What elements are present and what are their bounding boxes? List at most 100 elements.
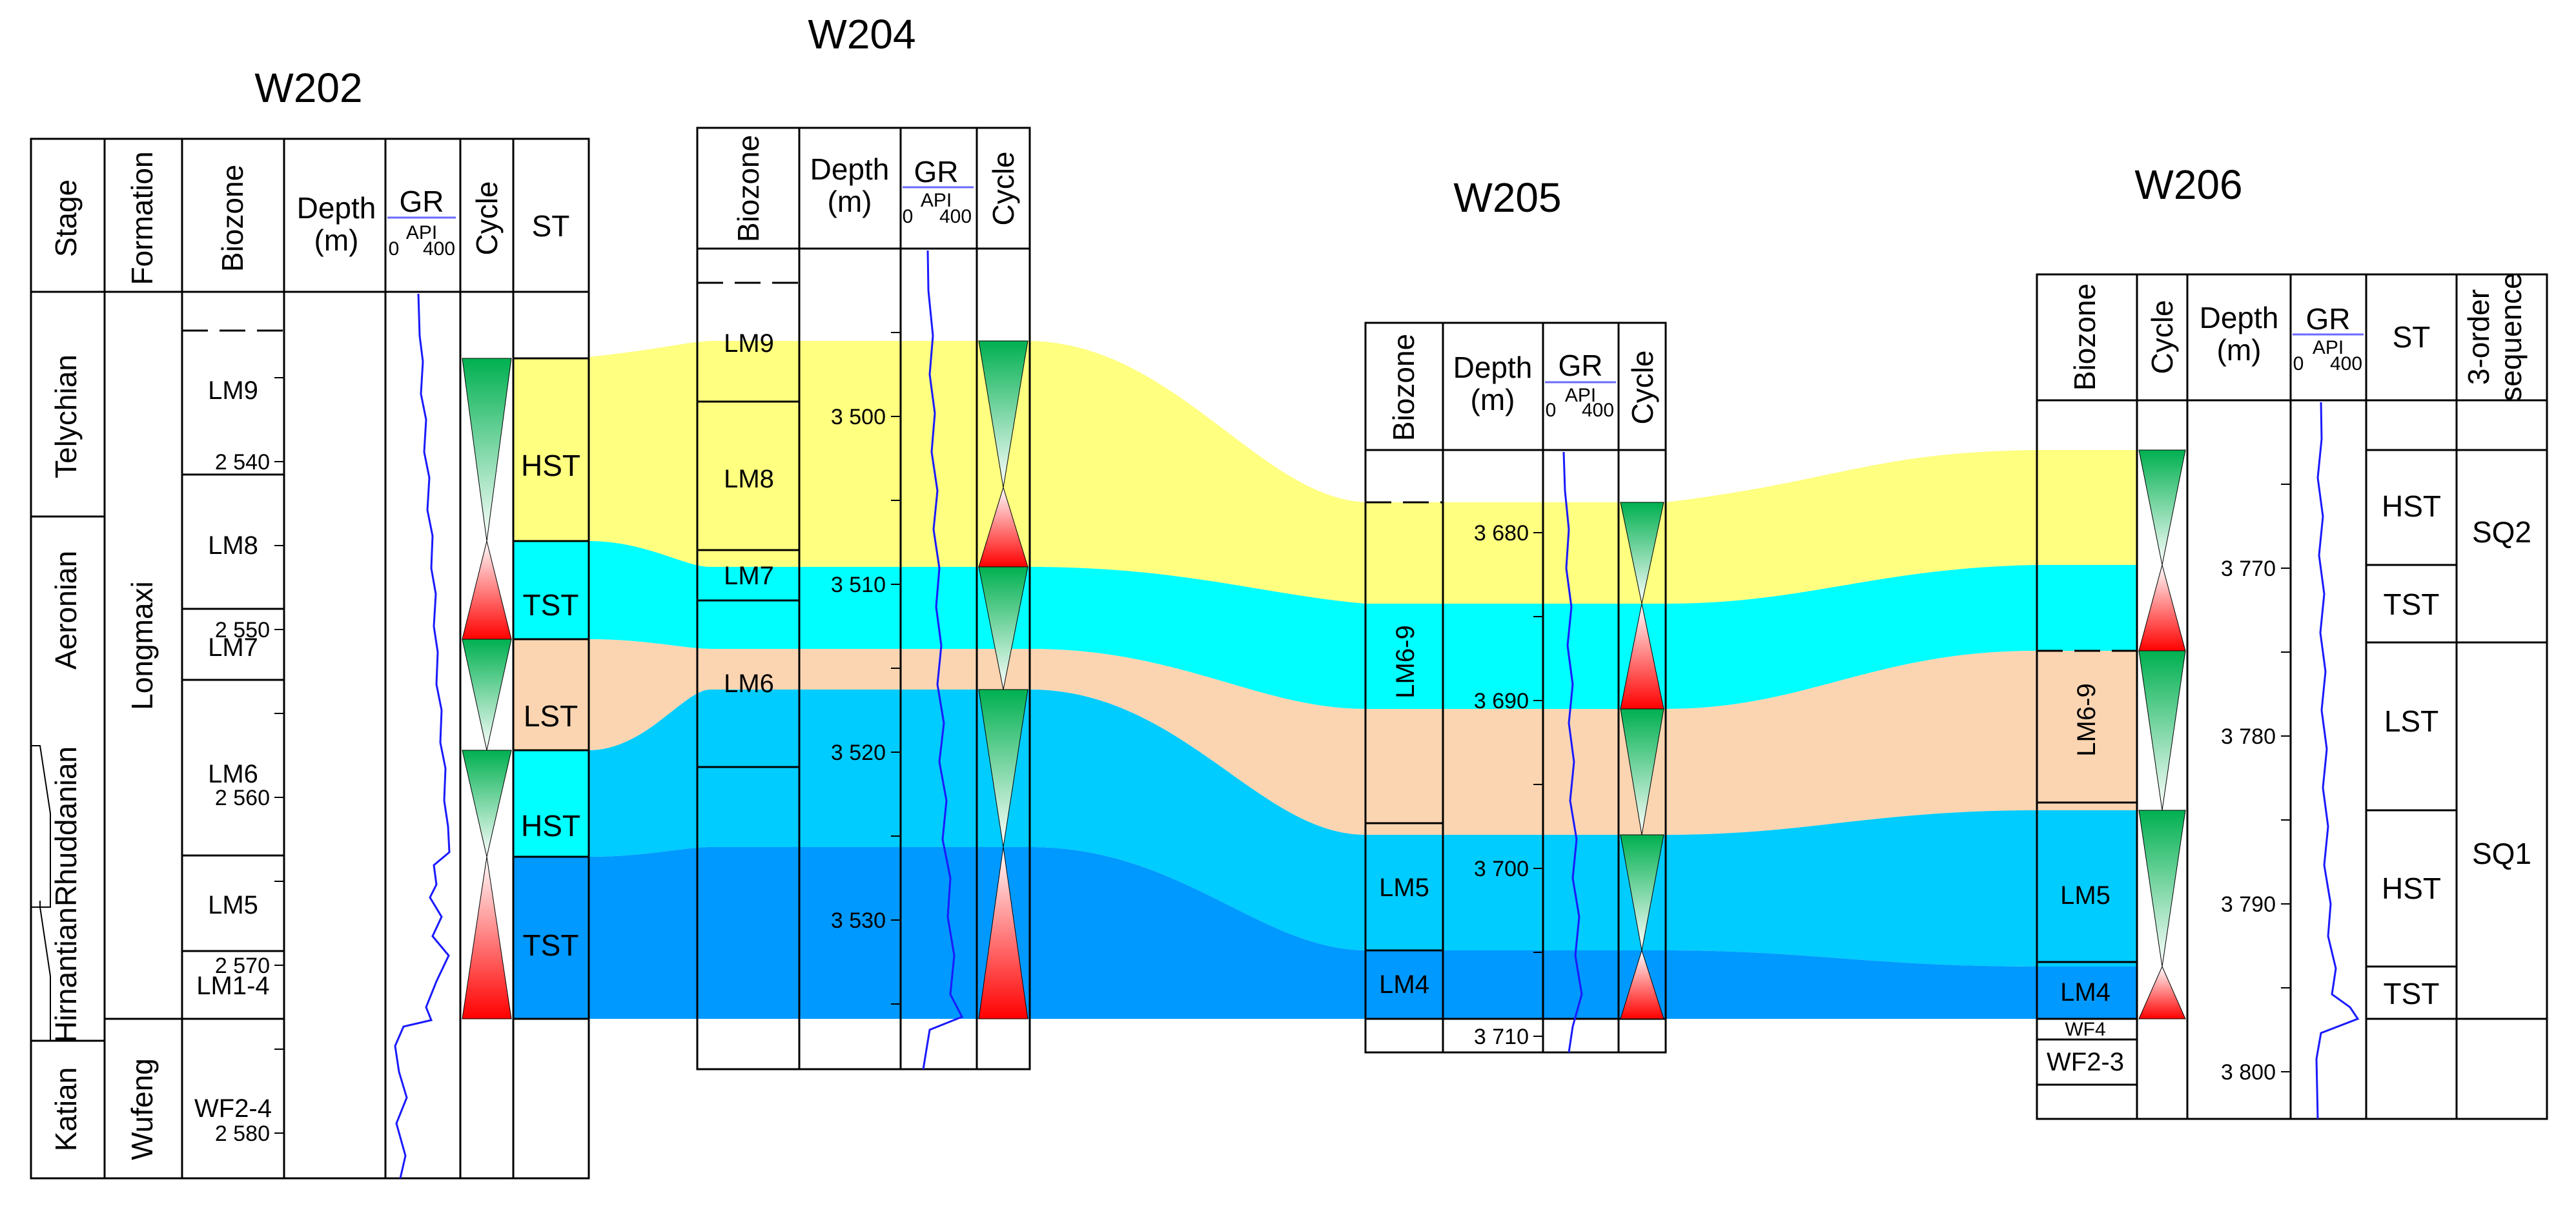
biozone-lm6-w204: LM6: [724, 670, 774, 698]
header-depth-w206: Depth: [2200, 301, 2279, 334]
depth-tick-2560: 2 560: [215, 786, 270, 810]
depth-tick-3510: 3 510: [831, 573, 886, 597]
header-gr-min: 0: [389, 238, 400, 260]
st-hst-2: HST: [521, 809, 580, 843]
st-lst-w206: LST: [2384, 704, 2438, 738]
header-gr-unit-w205: API: [1565, 385, 1596, 406]
depth-tick-3520: 3 520: [831, 741, 886, 765]
well-w205: W205 Biozone Depth (m) GR API 0 400 Cycl…: [1364, 174, 1667, 1054]
depth-tick-3710: 3 710: [1474, 1025, 1529, 1049]
header-sequence-line1: 3-order: [2462, 289, 2495, 385]
gr-curve-w204: [922, 250, 964, 1070]
header-depth-unit-w204: (m): [828, 185, 872, 218]
biozone-wf2-4: WF2-4: [194, 1094, 272, 1123]
st-hst-w206-2: HST: [2382, 872, 2441, 905]
header-gr-max: 400: [423, 238, 455, 260]
stage-aeronian: Aeronian: [49, 551, 83, 670]
header-gr-w206: GR: [2306, 302, 2351, 336]
st-hst-1: HST: [521, 449, 580, 482]
well-title-w204: W204: [808, 11, 915, 57]
biozone-lm1-4: LM1-4: [196, 972, 269, 1000]
biozone-lm5: LM5: [208, 891, 258, 919]
gr-curve-w202: [394, 293, 451, 1179]
header-cycle: Cycle: [470, 181, 504, 255]
depth-tick-3680: 3 680: [1474, 521, 1529, 546]
header-depth-w205: Depth: [1453, 351, 1533, 384]
gr-curve-w205: [1562, 451, 1583, 1053]
header-gr: GR: [400, 185, 444, 218]
biozone-lm4-w206: LM4: [2060, 978, 2111, 1007]
depth-tick-2540: 2 540: [215, 450, 270, 475]
depth-tick-3690: 3 690: [1474, 689, 1529, 713]
biozone-lm9-w204: LM9: [724, 329, 774, 358]
biozone-lm8: LM8: [208, 531, 258, 560]
st-tst-w206-1: TST: [2384, 588, 2440, 621]
sequence-sq2: SQ2: [2472, 515, 2531, 549]
st-tst-1: TST: [523, 588, 579, 622]
depth-tick-2570: 2 570: [215, 954, 270, 978]
depth-tick-3530: 3 530: [831, 908, 886, 933]
depth-tick-2580: 2 580: [215, 1121, 270, 1146]
header-biozone: Biozone: [216, 165, 249, 272]
header-st: ST: [532, 209, 570, 243]
stage-telychian: Telychian: [49, 354, 83, 478]
biozone-lm6-9-w205: LM6-9: [1391, 625, 1420, 698]
header-gr-unit: API: [406, 222, 437, 243]
biozone-lm5-w206: LM5: [2060, 881, 2111, 910]
depth-tick-3700: 3 700: [1474, 857, 1529, 881]
gr-curve-w206: [2315, 402, 2360, 1120]
header-st-w206: ST: [2393, 320, 2431, 354]
biozone-lm6-9-w206: LM6-9: [2072, 683, 2101, 756]
header-depth-unit: (m): [314, 223, 359, 257]
header-biozone-w206: Biozone: [2068, 283, 2101, 391]
header-depth-w204: Depth: [810, 152, 890, 186]
formation-wufeng: Wufeng: [125, 1058, 159, 1160]
biozone-lm7: LM7: [208, 633, 258, 662]
header-cycle-w205: Cycle: [1626, 350, 1659, 424]
header-sequence-line2: sequence: [2494, 272, 2528, 402]
depth-tick-3800: 3 800: [2221, 1060, 2276, 1085]
biozone-lm4-w205: LM4: [1379, 970, 1429, 999]
well-w202: W202 Stage Formation Biozone Depth (m) G…: [30, 65, 590, 1180]
well-w206: W206 Biozone Cycle Depth (m) GR API 0 40…: [2036, 161, 2548, 1120]
header-biozone-w205: Biozone: [1387, 334, 1420, 441]
depth-tick-3500: 3 500: [831, 405, 886, 429]
header-gr-w204: GR: [914, 155, 959, 189]
header-cycle-w206: Cycle: [2145, 300, 2179, 374]
header-gr-min-w204: 0: [903, 206, 914, 227]
biozone-wf2-3-w206: WF2-3: [2047, 1048, 2124, 1076]
biozone-lm8-w204: LM8: [724, 465, 774, 493]
well-title-w202: W202: [254, 65, 362, 111]
sequence-sq1: SQ1: [2472, 837, 2531, 870]
biozone-lm6: LM6: [208, 760, 258, 788]
header-cycle-w204: Cycle: [986, 151, 1020, 225]
header-gr-w205: GR: [1559, 349, 1603, 382]
header-depth: Depth: [297, 191, 376, 225]
stage-rhuddanian: Rhuddanian: [49, 746, 83, 906]
header-gr-min-w205: 0: [1546, 400, 1557, 421]
depth-tick-3780: 3 780: [2221, 724, 2276, 749]
stage-hirnantian: Hirnantian: [49, 907, 83, 1043]
band-yellow: [589, 341, 2137, 604]
st-hst-w206-1: HST: [2382, 489, 2441, 523]
header-gr-unit-w206: API: [2313, 337, 2344, 358]
st-lst: LST: [524, 699, 578, 733]
header-gr-max-w206: 400: [2330, 353, 2362, 374]
biozone-lm7-w204: LM7: [724, 562, 774, 590]
depth-tick-2550: 2 550: [215, 618, 270, 642]
correlation-bands: [589, 341, 2137, 1019]
st-tst-2: TST: [523, 928, 579, 962]
stage-katian: Katian: [49, 1067, 83, 1151]
header-depth-unit-w206: (m): [2217, 333, 2262, 367]
formation-longmaxi: Longmaxi: [125, 581, 159, 710]
header-gr-max-w205: 400: [1582, 400, 1614, 421]
header-biozone-w204: Biozone: [731, 135, 765, 242]
depth-tick-3790: 3 790: [2221, 892, 2276, 917]
well-w204: W204 Biozone Depth (m) GR API 0 400 Cycl…: [696, 11, 1031, 1070]
header-gr-max-w204: 400: [939, 206, 972, 227]
biozone-lm9: LM9: [208, 376, 258, 405]
header-gr-min-w206: 0: [2293, 353, 2304, 374]
header-depth-unit-w205: (m): [1471, 383, 1515, 416]
